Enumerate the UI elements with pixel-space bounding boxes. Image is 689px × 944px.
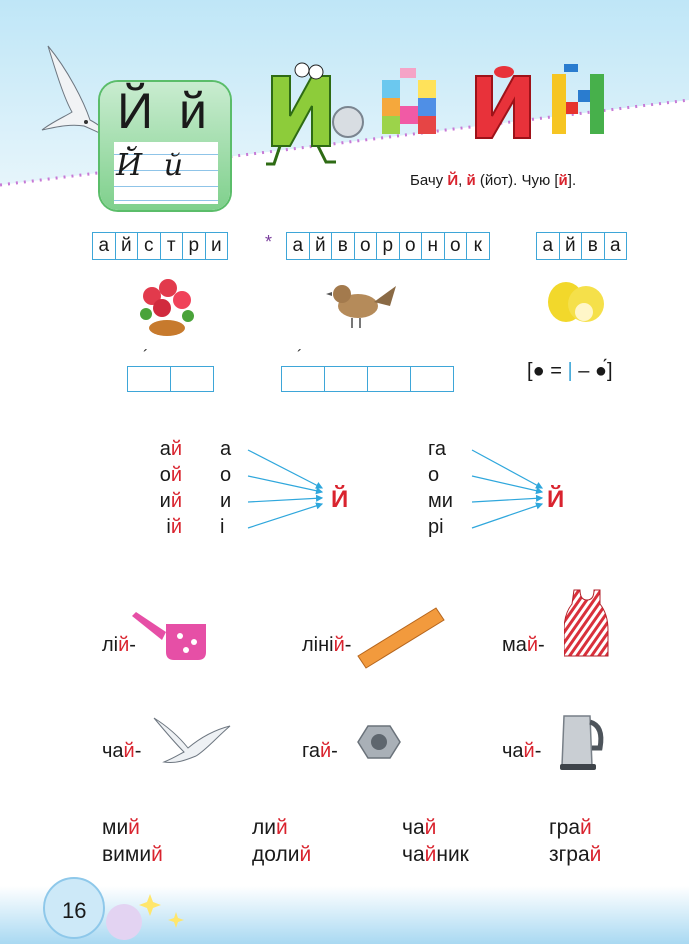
letter-cell: а [536, 232, 560, 260]
letter-cell: о [353, 232, 377, 260]
script-letters: Й й [116, 148, 190, 183]
letter-cell: н [421, 232, 445, 260]
walking-letter-icon [266, 62, 336, 166]
balloon-letter-icon [475, 66, 531, 139]
syllable: ой [159, 464, 182, 486]
letter-cell: й [114, 232, 138, 260]
letter-cell: т [159, 232, 183, 260]
letter-cell: о [398, 232, 422, 260]
bottom-word-column-4: грай зграй [549, 816, 602, 866]
letter-cell: и [204, 232, 228, 260]
printed-letters: Й й [117, 83, 213, 139]
letter-cell: а [603, 232, 627, 260]
letter-cell: с [137, 232, 161, 260]
syllable: ий [159, 490, 182, 512]
bottom-word-column-3: чай чайник [402, 816, 469, 866]
lark-icon [326, 285, 396, 328]
star-mark: * [265, 232, 273, 252]
word-maika: май- [502, 634, 545, 656]
target-letter-right: Й [547, 486, 565, 513]
word-liniiika: ліній- [302, 634, 352, 656]
bottom-decoration [0, 877, 689, 944]
seagull-icon [153, 717, 231, 763]
word-haika: гай- [302, 740, 338, 762]
scheme-box [281, 366, 325, 392]
caption: Бачу Й, й (йот). Чую [й]. [410, 172, 577, 189]
syllable-column-left: ай ой ий ій [150, 436, 182, 540]
scheme-box [367, 366, 411, 392]
syllable: ай [159, 438, 182, 460]
letter-cell: к [466, 232, 490, 260]
kettle-icon [560, 715, 604, 770]
letter-cell: в [581, 232, 605, 260]
letter-cell: в [331, 232, 355, 260]
letter-cell: р [182, 232, 206, 260]
word-lii: лій- [102, 634, 136, 656]
word-chaika: чай- [102, 740, 142, 762]
letter-cell: й [308, 232, 332, 260]
tank-top-icon [564, 589, 609, 657]
cube-letter-icon [382, 68, 436, 134]
letter-card: Й й Й й [100, 82, 230, 210]
nut-icon [357, 725, 401, 759]
page-number: 16 [62, 898, 87, 923]
magnifier-icon [332, 106, 364, 138]
letter-cell: а [92, 232, 116, 260]
arrows-right [471, 449, 544, 529]
scheme-legend: [● = | – ●́] [527, 360, 613, 382]
quince-icon [548, 282, 604, 322]
scheme-box [324, 366, 368, 392]
letter-cell: й [558, 232, 582, 260]
seagull-icon [41, 45, 117, 142]
watering-can-icon [132, 612, 206, 660]
stress-mark: ´ [143, 348, 149, 365]
scheme-box [410, 366, 454, 392]
scheme-box [127, 366, 171, 392]
scheme-box [170, 366, 214, 392]
arrows-left [247, 449, 324, 529]
syllable: ій [166, 516, 182, 538]
letter-cell: р [376, 232, 400, 260]
stress-mark: ´ [297, 348, 303, 365]
bottom-word-column-2: лий долий [252, 816, 312, 866]
letter-cell: а [286, 232, 310, 260]
letter-cell: о [443, 232, 467, 260]
block-letter-icon [552, 64, 604, 134]
syllable-scheme-2 [281, 366, 454, 392]
syllable-scheme-1 [127, 366, 214, 392]
flowers-icon [140, 279, 194, 336]
ruler-icon [357, 607, 445, 669]
writing-lines [114, 142, 218, 204]
bottom-word-column-1: мий вимий [102, 816, 163, 866]
word-chainyk-kettle: чай- [502, 740, 542, 762]
target-letter-left: Й [331, 486, 349, 513]
